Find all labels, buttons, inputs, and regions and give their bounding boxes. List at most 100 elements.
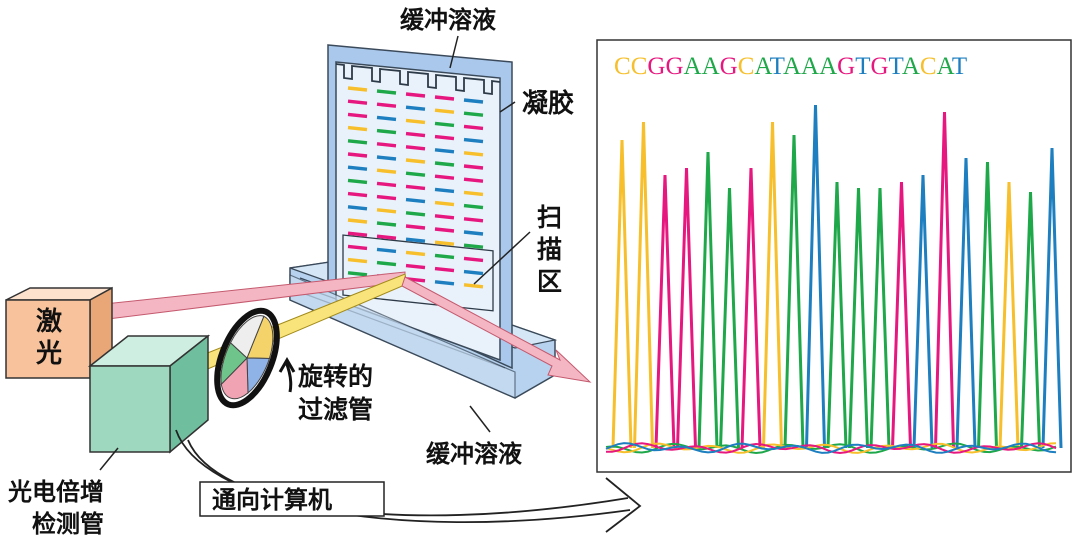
gel-band	[376, 89, 397, 95]
gel-band	[376, 155, 397, 161]
gel-band	[463, 98, 484, 104]
gel-band	[434, 161, 455, 167]
gel-band	[463, 243, 484, 249]
chromatogram-peak	[805, 104, 826, 449]
gel-band	[376, 115, 397, 122]
gel-band	[463, 190, 484, 197]
gel-band	[463, 269, 484, 276]
sequence-base: T	[855, 53, 870, 80]
gel-band	[463, 177, 484, 183]
chromatogram-peak	[1020, 191, 1041, 449]
gel-band	[434, 253, 455, 260]
chromatogram-peak	[826, 181, 848, 449]
gel-band	[463, 164, 484, 170]
rotation-arrow-icon	[284, 361, 293, 393]
gel-band	[405, 250, 426, 257]
to-computer-box	[199, 481, 385, 517]
gel-apparatus	[289, 44, 558, 399]
sequence-text: CCGGAAGCATAAAGTGTACAT	[614, 53, 967, 80]
chromatogram-peak	[869, 187, 891, 449]
chromatogram-traces	[605, 104, 1063, 455]
gel-band	[463, 151, 484, 157]
gel-band	[405, 158, 426, 164]
sequence-base: T	[770, 53, 785, 80]
chromatogram-peak	[848, 187, 869, 449]
gel-band	[405, 171, 426, 177]
gel-band	[434, 134, 455, 141]
gel-band	[434, 240, 455, 246]
label-scan-2: 描	[537, 235, 562, 264]
gel-band	[434, 214, 455, 220]
gel-comb	[335, 63, 501, 96]
gel-band	[347, 99, 368, 105]
label-to-computer: 通向计算机	[212, 485, 332, 514]
chromatogram-peak	[740, 167, 762, 449]
gel-band	[347, 86, 368, 92]
sequence-base: G	[647, 53, 665, 80]
gel-band	[347, 257, 368, 264]
sequence-base: C	[631, 53, 648, 80]
chromatogram-peak	[891, 181, 912, 449]
sequence-base: A	[783, 53, 801, 80]
label-laser-2: 光	[35, 339, 62, 369]
gel-band	[347, 271, 368, 277]
chromatogram-peak	[762, 121, 783, 449]
gel-band	[434, 121, 455, 128]
detector-box	[87, 334, 211, 454]
sequence-base: A	[684, 53, 702, 80]
label-pmt-1: 光电倍增	[7, 477, 104, 506]
gel-band	[463, 111, 484, 117]
sequence-base: G	[870, 53, 888, 80]
gel-band	[405, 92, 426, 98]
gel-band	[434, 95, 455, 101]
chromatogram-peak	[955, 157, 977, 449]
gel-band	[405, 105, 426, 111]
label-pmt-2: 检测管	[32, 509, 104, 538]
leader-lines	[99, 35, 531, 471]
gel-band	[376, 194, 397, 201]
gel-band	[405, 184, 426, 191]
label-scan-1: 扫	[537, 203, 562, 232]
gel-band	[405, 224, 426, 230]
sequence-base: A	[754, 53, 772, 80]
gel-band	[347, 191, 368, 198]
gel-band	[463, 283, 484, 289]
gel-band	[405, 131, 426, 138]
sequence-base: G	[665, 53, 683, 80]
sequence-base: T	[889, 53, 904, 80]
chromatogram-peak	[783, 134, 805, 449]
gel-band	[434, 174, 455, 180]
gel-band	[405, 197, 426, 204]
sequence-base: T	[952, 53, 967, 80]
gel-band	[405, 145, 426, 151]
gel-band	[376, 181, 397, 188]
gel-band	[347, 112, 368, 119]
gel-band	[376, 142, 397, 148]
gel-band	[376, 208, 397, 214]
chromatogram-peak	[977, 161, 998, 449]
label-buffer-top: 缓冲溶液	[400, 5, 496, 34]
label-laser-1: 激	[36, 306, 62, 337]
gel-band	[347, 244, 368, 251]
gel-band	[434, 280, 455, 286]
gel-band	[347, 205, 368, 211]
gel-band	[463, 217, 484, 223]
chromatogram-peak	[1041, 147, 1063, 449]
chromatogram-peak	[676, 167, 697, 449]
scan-zone-box	[342, 234, 494, 312]
laser-exit-arrow	[401, 276, 592, 383]
gel-band	[434, 108, 455, 114]
gel-band	[463, 137, 484, 144]
sequence-base: C	[738, 53, 755, 80]
chromatogram-peak	[719, 187, 740, 449]
gel-band	[347, 152, 368, 158]
gel-band	[347, 165, 368, 171]
gel-band	[434, 200, 455, 207]
gel-band	[347, 125, 368, 132]
gel-band	[376, 128, 397, 135]
label-gel: 凝胶	[522, 88, 574, 119]
gel-band	[376, 221, 397, 227]
sequence-base: C	[614, 53, 631, 80]
label-filter-2: 过滤管	[298, 395, 373, 424]
